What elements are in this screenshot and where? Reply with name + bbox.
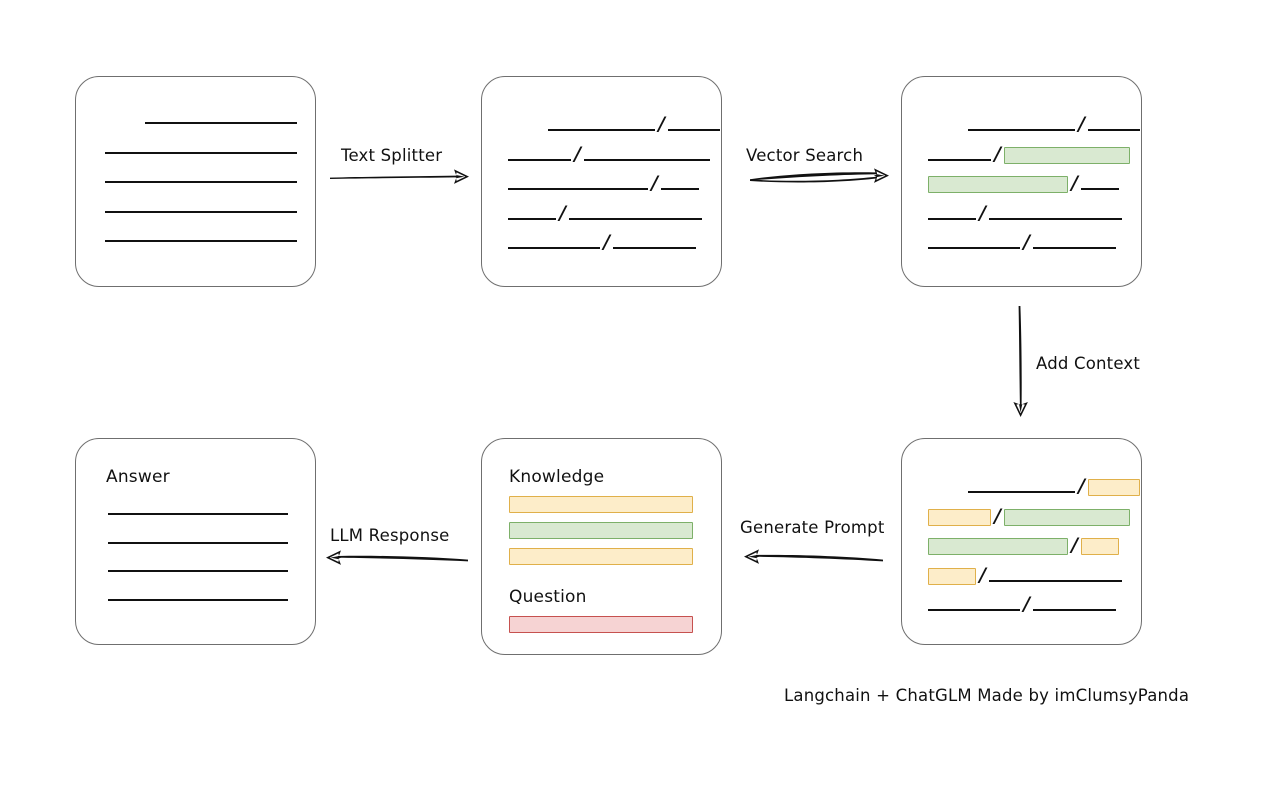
chunk-separator-icon: /	[1078, 475, 1085, 497]
highlight-chip-yellow	[1087, 479, 1140, 496]
text-line-segment	[968, 491, 1075, 493]
text-line-segment	[988, 579, 1122, 582]
answer-title: Answer	[106, 467, 170, 487]
text-line-segment	[928, 158, 991, 161]
prompt-bar-green	[509, 522, 693, 539]
highlight-chip-green	[928, 538, 1068, 556]
chunk-row: /	[508, 231, 696, 253]
text-line-segment	[1032, 247, 1116, 250]
text-line	[108, 598, 288, 601]
box-context-added[interactable]: / / / / /	[901, 438, 1142, 645]
vector-matches-rows: / / / / /	[902, 77, 1141, 286]
text-line	[108, 513, 288, 515]
text-line-segment	[1080, 188, 1119, 191]
chunk-separator-icon: /	[1071, 172, 1078, 195]
text-line-segment	[508, 158, 571, 161]
prompt-bar-yellow	[509, 496, 693, 513]
chunk-row: /	[928, 534, 1119, 556]
question-label: Question	[509, 587, 587, 607]
text-line-segment	[548, 129, 655, 131]
text-line-segment	[508, 188, 648, 191]
chunk-row: /	[928, 505, 1130, 527]
text-line-segment	[508, 247, 600, 250]
knowledge-label: Knowledge	[509, 467, 605, 487]
text-line-segment	[660, 188, 699, 191]
text-line-segment	[928, 247, 1020, 250]
chunk-row: /	[928, 143, 1130, 165]
edge-label-llm-response: LLM Response	[330, 526, 450, 545]
text-line	[105, 151, 297, 154]
answer-lines	[76, 439, 315, 644]
highlight-chip-yellow	[928, 567, 976, 585]
chunk-separator-icon: /	[574, 142, 581, 165]
box-prompt[interactable]: Knowledge Question	[481, 438, 722, 655]
chunk-separator-icon: /	[994, 142, 1001, 165]
text-line-segment	[968, 129, 1075, 131]
highlight-chip-yellow	[928, 508, 991, 526]
text-line-segment	[612, 247, 696, 250]
text-line	[108, 541, 288, 544]
text-line	[108, 570, 288, 572]
arrow-left-llm-response	[326, 550, 468, 565]
context-added-rows: / / / / /	[902, 439, 1141, 644]
text-line	[105, 181, 297, 184]
text-line-segment	[928, 217, 976, 220]
prompt-bar-yellow	[509, 548, 693, 565]
text-line-segment	[568, 217, 702, 220]
arrow-right-text-splitter	[330, 169, 469, 184]
credit-text: Langchain + ChatGLM Made by imClumsyPand…	[784, 686, 1190, 705]
text-line-segment	[988, 217, 1122, 220]
chunk-row: /	[548, 113, 720, 135]
box-vector-matches[interactable]: / / / / /	[901, 76, 1142, 287]
chunk-row: /	[508, 143, 710, 165]
highlight-chip-yellow	[1080, 538, 1119, 556]
text-line-segment	[1087, 129, 1140, 131]
text-line-segment	[667, 129, 720, 131]
chunk-row: /	[508, 172, 699, 194]
chunk-separator-icon: /	[1071, 534, 1078, 557]
chunk-row: /	[928, 593, 1116, 615]
chunk-row: /	[928, 202, 1122, 224]
arrow-right-vector-search	[750, 168, 889, 183]
box-split-chunks[interactable]: / / / / /	[481, 76, 722, 287]
chunk-row: /	[928, 172, 1119, 194]
text-line-segment	[583, 158, 710, 161]
chunk-separator-icon: /	[1023, 593, 1030, 616]
edge-label-add-context: Add Context	[1036, 354, 1141, 373]
chunk-separator-icon: /	[979, 563, 986, 586]
chunk-row: /	[928, 564, 1122, 586]
text-line	[105, 210, 297, 213]
chunk-separator-icon: /	[994, 504, 1001, 527]
edge-label-text-splitter: Text Splitter	[341, 146, 443, 165]
chunk-separator-icon: /	[651, 172, 658, 195]
box-source-document[interactable]	[75, 76, 316, 287]
edge-label-vector-search: Vector Search	[746, 146, 864, 165]
highlight-chip-green	[928, 176, 1068, 194]
source-document-lines	[76, 77, 315, 286]
chunk-separator-icon: /	[1023, 231, 1030, 254]
chunk-separator-icon: /	[658, 113, 665, 135]
highlight-chip-green	[1003, 146, 1130, 164]
chunk-separator-icon: /	[559, 201, 566, 224]
chunk-row: /	[928, 231, 1116, 253]
highlight-chip-green	[1003, 508, 1130, 526]
arrow-down-add-context	[1013, 306, 1028, 417]
split-chunks-rows: / / / / /	[482, 77, 721, 286]
text-line-segment	[1032, 609, 1116, 612]
text-line-segment	[928, 609, 1020, 612]
chunk-separator-icon: /	[603, 231, 610, 254]
chunk-separator-icon: /	[1078, 113, 1085, 135]
prompt-bar-red	[509, 616, 693, 633]
chunk-row: /	[968, 475, 1140, 497]
text-line	[145, 122, 297, 124]
arrow-left-generate-prompt	[744, 549, 883, 564]
edge-label-generate-prompt: Generate Prompt	[740, 518, 885, 537]
text-line-segment	[508, 217, 556, 220]
box-answer[interactable]: Answer	[75, 438, 316, 645]
chunk-separator-icon: /	[979, 201, 986, 224]
chunk-row: /	[508, 202, 702, 224]
chunk-row: /	[968, 113, 1140, 135]
text-line	[105, 240, 297, 243]
